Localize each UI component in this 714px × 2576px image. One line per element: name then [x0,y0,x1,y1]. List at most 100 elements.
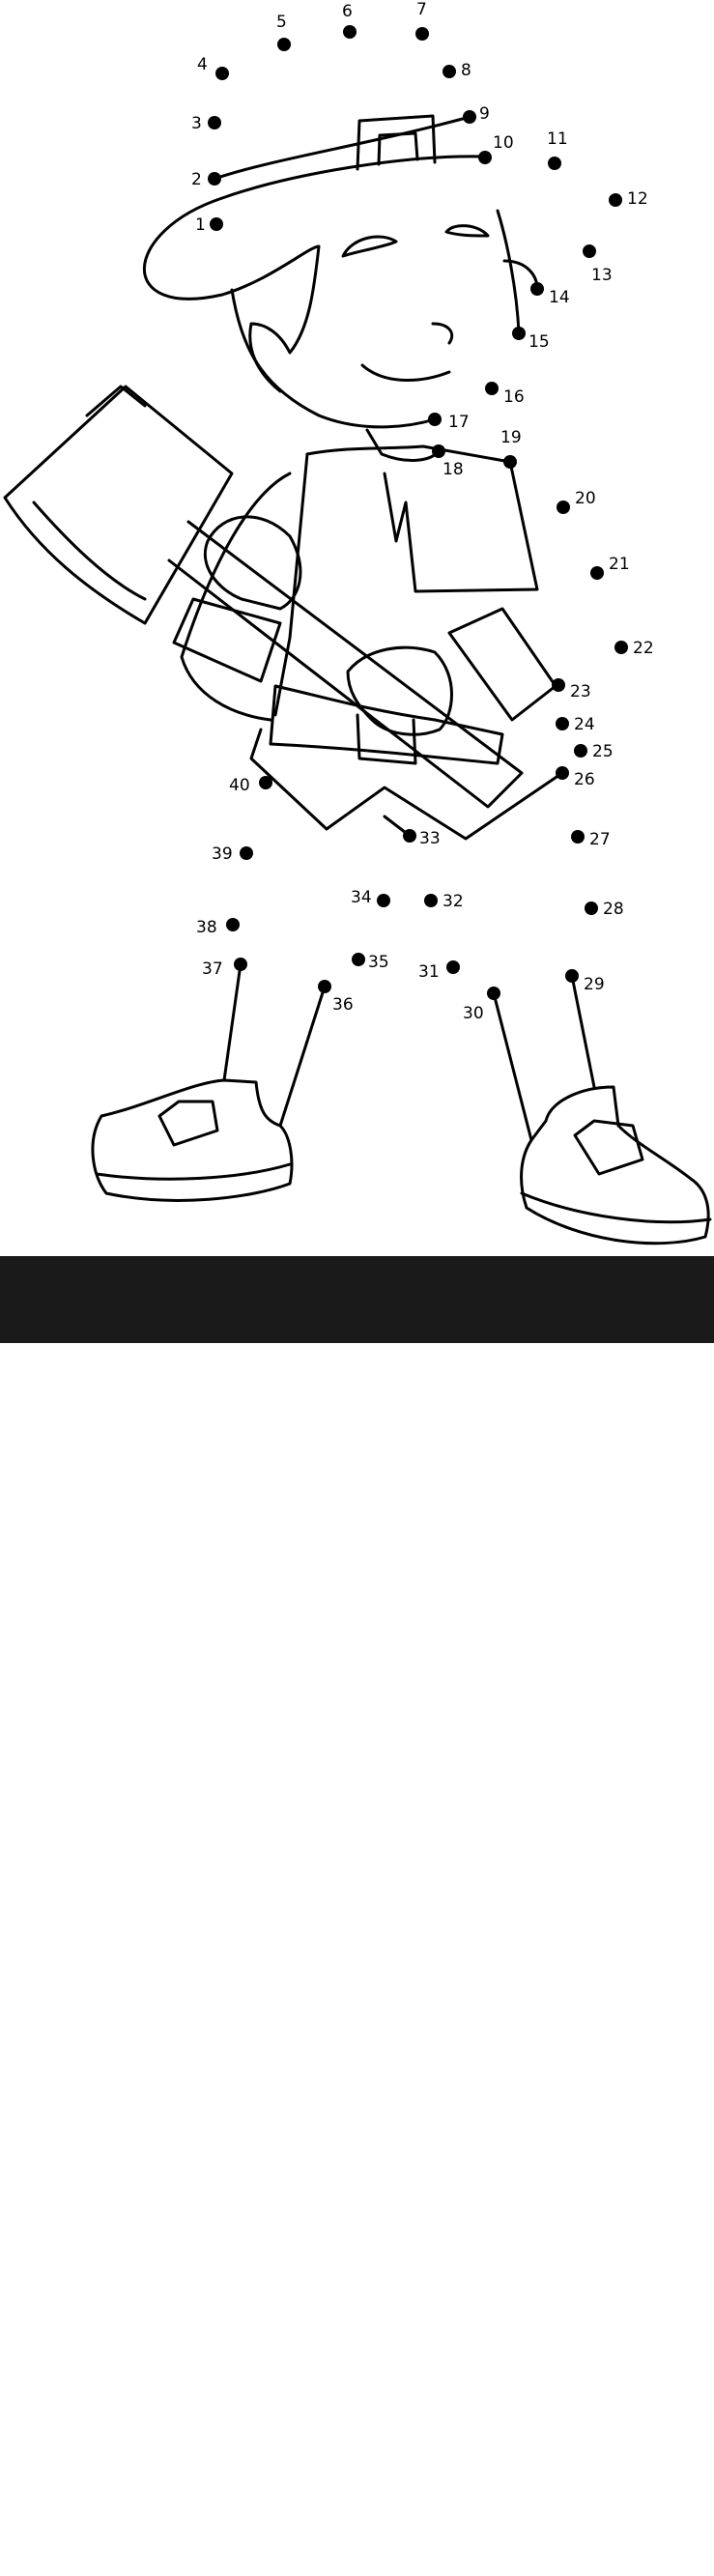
dot-30 [487,987,500,1000]
dot-label-3: 3 [191,114,202,133]
dot-1 [210,217,223,231]
dot-3 [208,116,221,129]
watermark-banner: alamy 3BE2F5R www.alamy.com [0,1256,714,2576]
hat-buckle [356,114,437,171]
dot-9 [463,110,476,124]
dot-16 [485,382,499,395]
dot-label-20: 20 [575,489,596,508]
axe-edge [32,501,147,601]
dot-label-31: 31 [418,962,440,982]
dot-label-24: 24 [574,715,595,734]
cape [305,444,539,593]
image-id: 3BE2F5R [631,2530,697,2547]
dot-label-7: 7 [416,0,427,19]
dot-label-15: 15 [528,332,550,352]
dot-label-39: 39 [212,844,233,864]
dot-11 [548,157,561,170]
leg-30 [492,991,533,1142]
dot-label-18: 18 [443,460,464,479]
dot-label-1: 1 [195,215,206,235]
leg-36 [278,985,327,1128]
eyebrow-right [444,224,490,238]
axe-top [85,385,147,417]
breeches [249,728,564,841]
dot-19 [503,455,517,469]
dot-7 [415,27,429,41]
dot-31 [446,960,460,974]
dot-label-40: 40 [229,776,250,795]
dot-25 [574,744,587,758]
dot-40 [259,776,272,789]
dot-label-2: 2 [191,170,202,189]
dot-5 [277,38,291,51]
sleeve-upper [172,597,282,683]
shoe-right-buckle [573,1119,644,1176]
leg-37 [222,962,243,1082]
belt [269,684,504,765]
dot-21 [590,566,604,580]
dot-22 [614,641,628,654]
dot-label-38: 38 [196,918,217,937]
dot-36 [318,980,331,993]
dot-label-12: 12 [627,189,648,209]
site-url: www.alamy.com [580,2559,697,2576]
dot-10 [478,151,492,164]
dot-33 [403,829,416,843]
dot-label-6: 6 [342,2,353,21]
axe-head [3,385,234,625]
dot-label-29: 29 [584,975,605,994]
dot-label-5: 5 [276,13,287,32]
dot-label-25: 25 [592,742,614,761]
dot-label-34: 34 [351,888,372,907]
eyebrow-left [341,235,398,258]
dot-label-32: 32 [443,892,464,911]
shoe-right [520,1085,710,1245]
collar [365,428,441,462]
dot-15 [512,327,526,340]
dot-label-28: 28 [603,900,624,919]
dot-38 [226,918,240,931]
face-right [496,209,521,335]
dot-8 [443,65,456,78]
dot-28 [585,902,598,915]
dot-label-36: 36 [332,995,354,1015]
dot-18 [432,444,445,458]
sleeve-lower [447,607,557,722]
dot-6 [343,25,357,39]
dot-26 [556,766,569,780]
dot-2 [208,172,221,186]
hair [220,244,321,393]
dot-label-11: 11 [547,129,568,149]
belt-buckle [356,713,417,765]
torso-left [273,452,309,717]
dot-35 [352,953,365,966]
dot-32 [424,894,438,907]
dot-12 [609,193,622,207]
dot-label-8: 8 [461,61,471,80]
dot-label-14: 14 [549,288,570,307]
dot-23 [552,678,565,692]
dot-label-33: 33 [419,829,441,848]
nose [431,322,454,345]
dot-label-37: 37 [202,959,223,979]
dot-39 [240,846,253,860]
dot-label-4: 4 [197,55,208,74]
dot-27 [571,830,585,844]
dot-14 [530,282,544,296]
shoe-left-buckle [157,1100,219,1147]
leg-29 [570,974,596,1089]
dot-label-23: 23 [570,682,591,701]
shoe-right-sole [520,1191,712,1224]
head-outline [230,288,437,429]
dot-24 [556,717,569,730]
dot-label-21: 21 [609,555,630,574]
dot-label-26: 26 [574,770,595,789]
hat-brim-top [213,115,471,181]
dot-29 [565,969,579,983]
hat-brim [142,155,485,301]
hat-buckle-inner [377,131,419,166]
dot-label-35: 35 [368,953,389,972]
